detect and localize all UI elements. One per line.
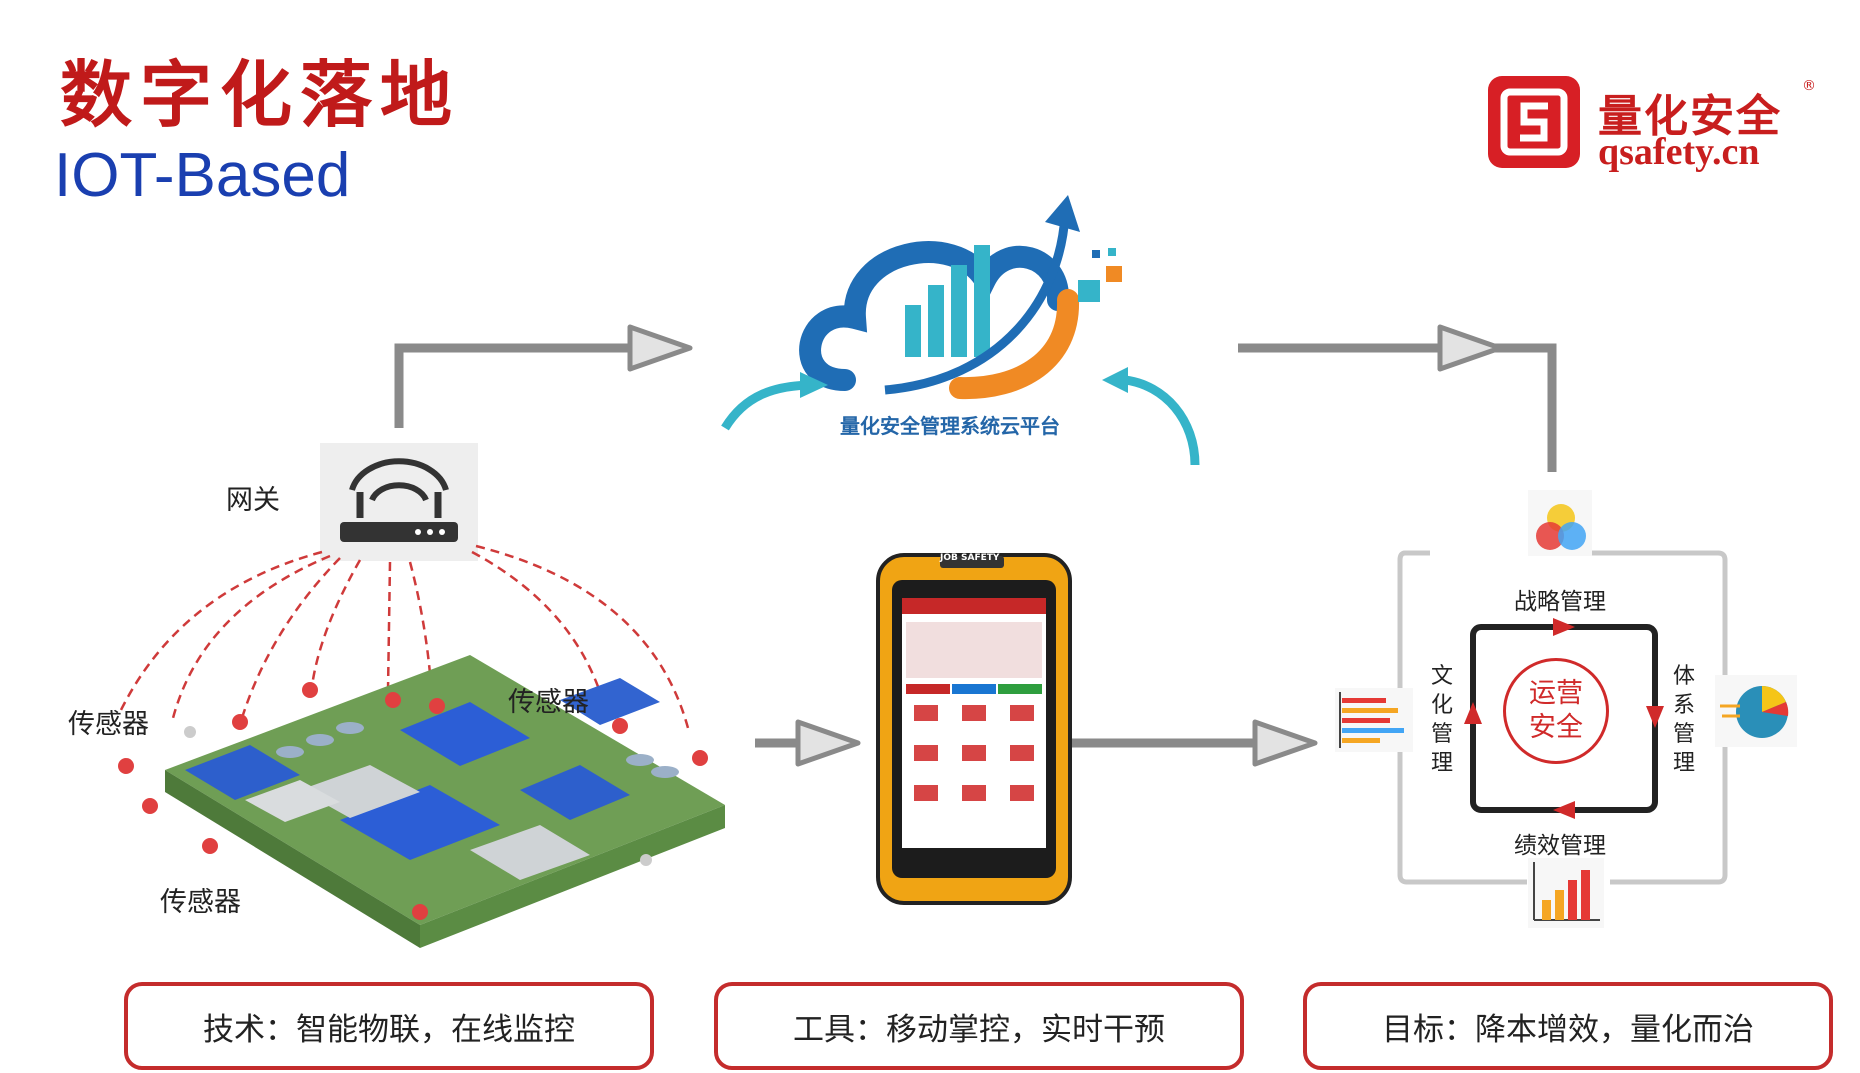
gateway-label: 网关 — [226, 485, 280, 516]
goal-box: 目标：降本增效，量化而治 — [1303, 982, 1833, 1070]
pie-chart-icon — [1715, 675, 1797, 747]
sensor-icons — [118, 682, 708, 920]
core-line-2: 安全 — [1529, 712, 1583, 743]
operation-safety-core: 运营 安全 — [1503, 658, 1609, 764]
sensor-label-left: 传感器 — [68, 709, 149, 740]
phone-brand: JOB SAFETY — [940, 553, 1000, 563]
technology-box: 技术：智能物联，在线监控 — [124, 982, 654, 1070]
management-inner-cycle — [1464, 618, 1664, 819]
rugged-phone-icon — [876, 553, 1072, 905]
core-line-1: 运营 — [1529, 678, 1583, 709]
page-subtitle: IOT-Based — [54, 141, 351, 210]
system-management-label: 体系管理 — [1672, 664, 1695, 776]
vertical-bar-chart-icon — [1528, 858, 1604, 928]
page-title: 数字化落地 — [60, 52, 461, 137]
logo-domain: qsafety.cn — [1598, 131, 1760, 173]
router-icon — [320, 443, 478, 561]
logo-registered-mark: ® — [1802, 78, 1816, 94]
sensor-label-right: 传感器 — [508, 687, 589, 718]
strategy-management-label: 战略管理 — [1514, 589, 1606, 615]
venn-diagram-icon — [1528, 490, 1592, 556]
factory-plant-illustration — [165, 655, 725, 948]
sensor-label-bottom: 传感器 — [160, 887, 241, 918]
cloud-bar-chart-icon — [721, 195, 1200, 466]
horizontal-bar-chart-icon — [1335, 688, 1413, 752]
tools-box: 工具：移动掌控，实时干预 — [714, 982, 1244, 1070]
culture-management-label: 文化管理 — [1430, 664, 1453, 776]
arrow-heads — [627, 324, 1503, 767]
performance-management-label: 绩效管理 — [1514, 833, 1606, 859]
cloud-platform-caption: 量化安全管理系统云平台 — [840, 414, 1060, 438]
logo-name-cn: 量化安全 — [1598, 91, 1782, 142]
qsafety-s-logo-icon — [1488, 76, 1580, 168]
